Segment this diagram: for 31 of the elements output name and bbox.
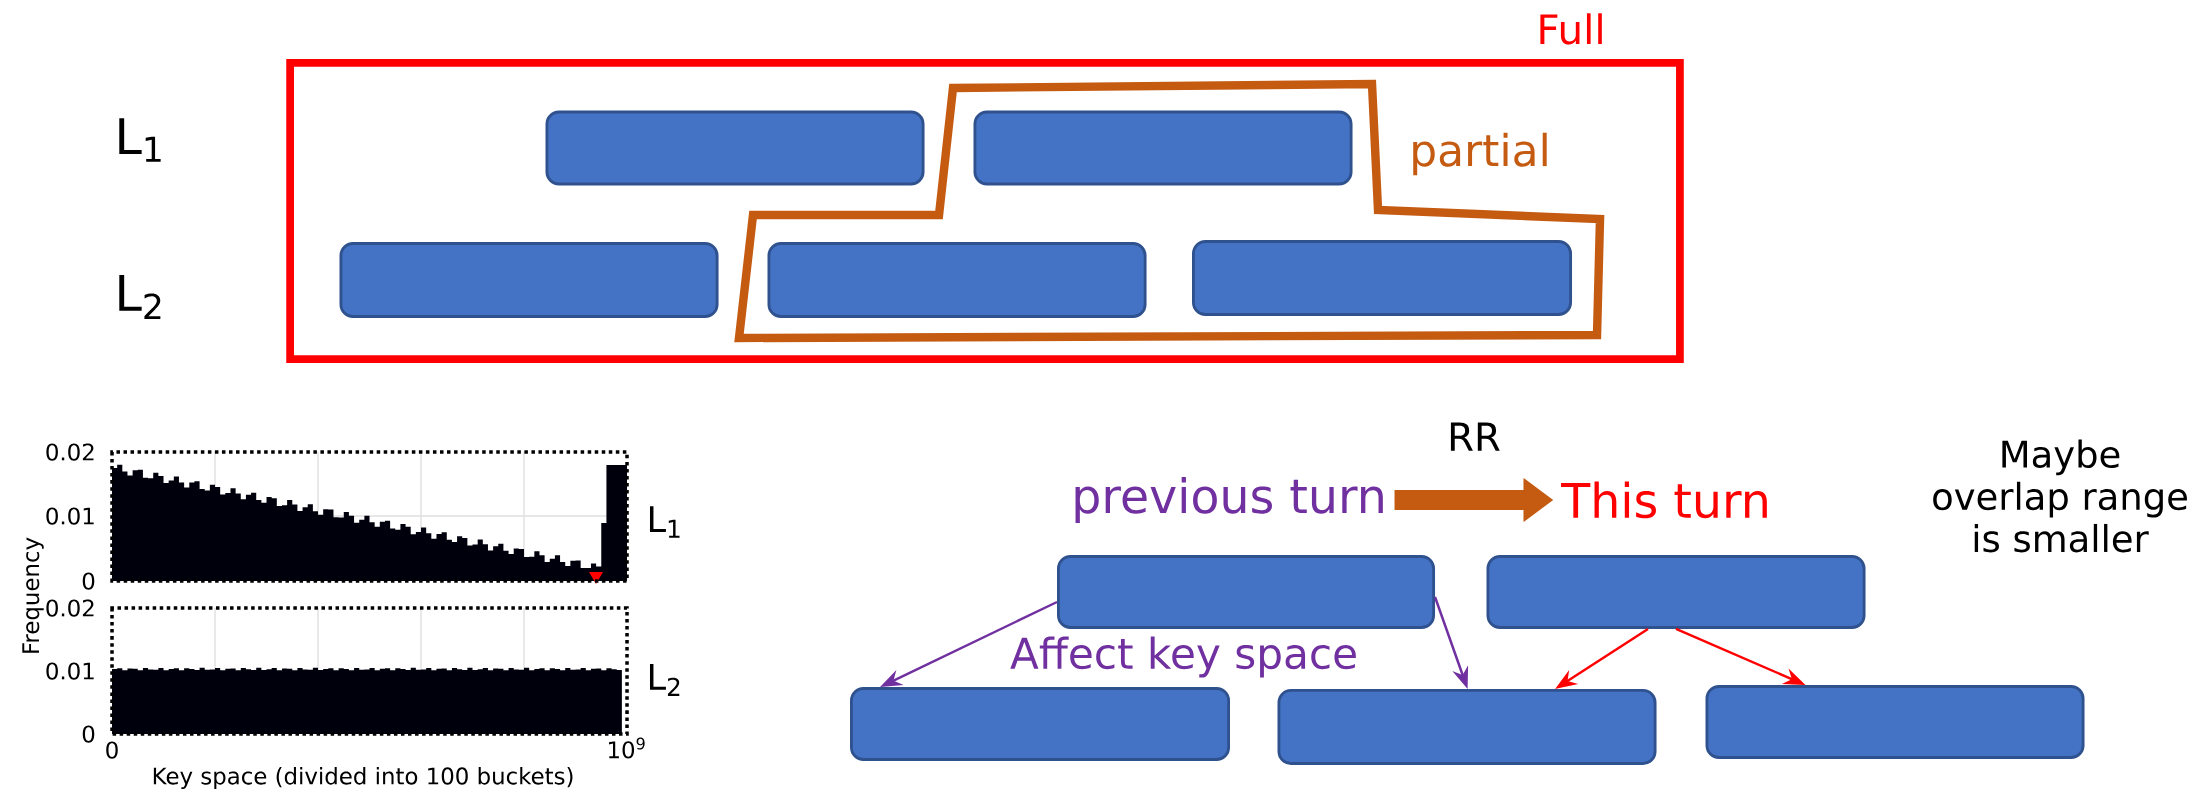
block-box [850,687,1231,761]
tick-label: 0 [82,725,95,743]
axis-title: Frequency [22,537,44,653]
heading: This turn [1561,481,1767,519]
block-box [1192,240,1573,316]
tick-label: 0 [82,572,95,590]
block-box [1057,555,1436,629]
outline: partial [734,79,1605,343]
note: Maybe overlap range is smaller [1933,439,2187,553]
tick-label: 0.02 [46,599,94,617]
level-label: L$_{1}$ [650,506,680,538]
axis-title: Key space (divided into 100 buckets) [153,766,573,790]
level-label: L$_{2}$ [650,664,680,696]
level-label: L$_{1}$ [119,118,161,162]
block-box [973,110,1353,186]
block-box [545,110,925,186]
tick-label: 0.01 [46,507,94,525]
tick-label: 10$^{9}$ [609,737,645,759]
node-label: Full [1540,13,1602,45]
tick-label: 0 [106,741,118,759]
edge-note: Affect key space [1010,636,1356,678]
block-box [1486,555,1866,629]
block-box [339,242,719,318]
block-box [1705,685,2085,759]
heading: previous turn [1075,477,1383,523]
level-label: L$_{2}$ [119,274,161,319]
block-box [767,242,1147,318]
tick-label: 0.02 [46,443,94,461]
block-box [1277,689,1657,765]
edge-label: RR [1450,422,1500,451]
tick-label: 0.01 [46,662,94,680]
